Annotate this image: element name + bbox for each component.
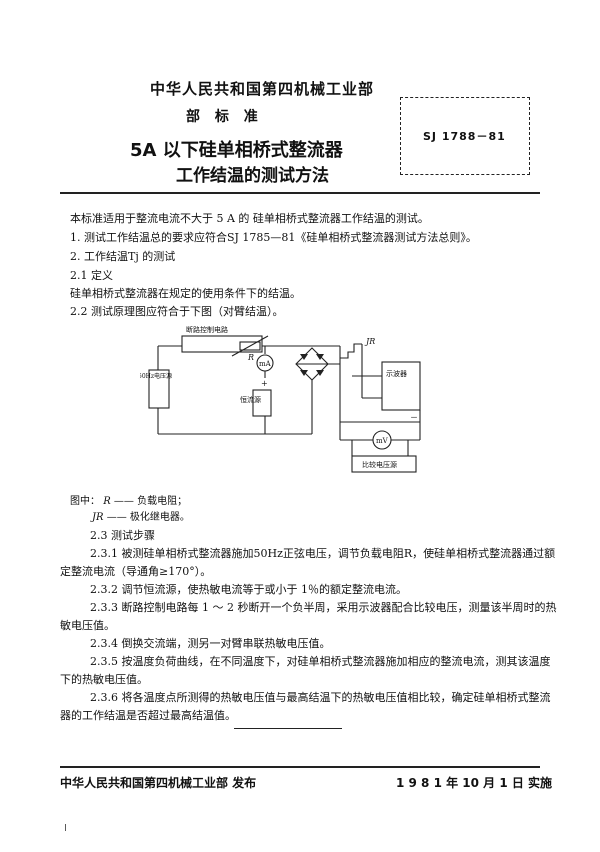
milliammeter-label: mA [259,360,272,368]
publisher-line: 中华人民共和国第四机械工业部 发布 [60,776,257,790]
page-number: I [64,823,67,834]
implementation-date: 1 9 8 1 年 10 月 1 日 实施 [396,776,553,790]
section-2-heading: 2. 工作结温Tj 的测试 [70,250,176,263]
standard-code: SJ 1788－81 [423,130,506,143]
section-2-1-text: 硅单相桥式整流器在规定的使用条件下的结温。 [70,287,301,300]
figure-legend-r: 图中： R —— 负载电阻； [70,492,187,507]
step-2-3-1-line1: 2.3.1 被测硅单相桥式整流器施加50Hz正弦电压，调节负载电阻R，使硅单相桥… [90,547,556,560]
section-2-2-text: 2.2 测试原理图应符合于下图（对臂结温）。 [70,305,284,318]
break-circuit-label: 断路控制电路 [186,325,228,334]
ac-source-label: 50Hz电压源 [140,372,172,380]
section-2-3-heading: 2.3 测试步骤 [90,529,155,542]
step-2-3-2: 2.3.2 调节恒流源，使热敏电流等于或小于 1％的额定整流电流。 [90,583,407,596]
resistor-r-label: R [247,353,254,362]
issuing-organization: 中华人民共和国第四机械工业部 [150,80,375,98]
step-2-3-5-line2: 下的热敏电压值。 [60,673,148,686]
legend-jr-symbol: JR [92,512,104,523]
legend-jr-desc: —— 极化继电器。 [106,512,190,523]
section-1: 1. 测试工作结温总的要求应符合SJ 1785—81《硅单相桥式整流器测试方法总… [70,231,477,244]
legend-r-symbol: R [103,496,111,507]
step-2-3-6-line1: 2.3.6 将各温度点所测得的热敏电压值与最高结温下的热敏电压值相比较，确定硅单… [90,691,551,704]
test-circuit-diagram: 断路控制电路 R mA + 恒流源 50Hz电压源 JR 示波器 mV 比较电压… [140,325,421,473]
ground-minus-label: － [410,413,418,422]
step-2-3-1-line2: 定整流电流（导通角≥170°）。 [60,565,212,578]
standard-type: 部 标 准 [186,109,258,125]
step-2-3-4: 2.3.4 倒换交流端，测另一对臂串联热敏电压值。 [90,637,331,650]
figure-legend-jr: JR —— 极化继电器。 [92,508,190,523]
comparison-voltage-source-label: 比较电压源 [362,460,397,469]
legend-prefix: 图中： [70,496,100,507]
standard-code-box: SJ 1788－81 [400,97,530,175]
step-2-3-3-line2: 敏电压值。 [60,619,115,632]
footer-divider [60,766,540,768]
relay-jr-label: JR [364,337,375,346]
document-title-line2: 工作结温的测试方法 [176,166,329,186]
millivoltmeter-label: mV [376,437,389,445]
document-title-line1: 5A 以下硅单相桥式整流器 [130,140,343,161]
step-2-3-3-line1: 2.3.3 断路控制电路每 1 ～ 2 秒断开一个负半周，采用示波器配合比较电压… [90,601,557,614]
step-2-3-6-line2: 器的工作结温是否超过最高结温值。 [60,709,236,722]
legend-r-desc: —— 负载电阻； [113,496,188,507]
step-2-3-5-line1: 2.3.5 按温度负荷曲线，在不同温度下，对硅单相桥式整流器施加相应的整流电流，… [90,655,551,668]
oscilloscope-label: 示波器 [386,369,407,378]
end-of-text-rule [234,728,342,729]
cc-plus-label: + [261,379,268,388]
section-2-1-heading: 2.1 定义 [70,269,113,282]
header-divider [60,192,540,194]
constant-current-source-label: 恒流源 [240,395,261,404]
intro-paragraph: 本标准适用于整流电流不大于 5 A 的 硅单相桥式整流器工作结温的测试。 [70,212,429,225]
